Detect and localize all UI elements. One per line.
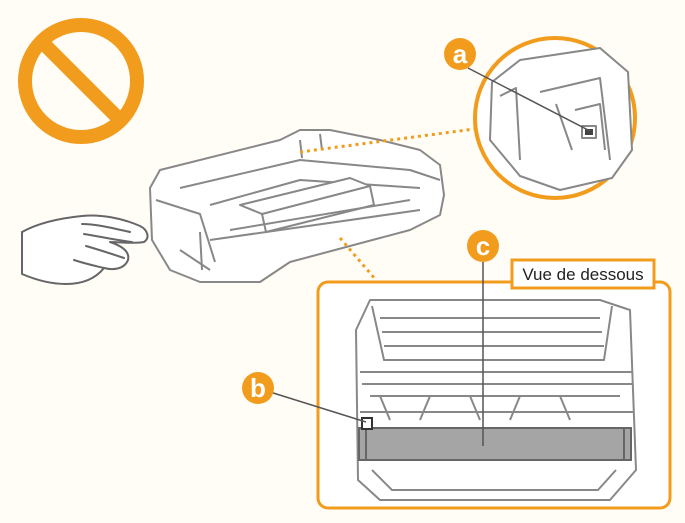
contact-point-b (361, 417, 373, 430)
bottom-view-panel: Vue de dessous (316, 258, 672, 510)
callout-b-badge (242, 372, 274, 404)
toner-cartridge (149, 129, 445, 283)
leader-lines (299, 126, 483, 281)
callout-c-label: c (476, 231, 490, 261)
callout-a-badge (444, 38, 476, 70)
prohibition-icon (18, 18, 144, 144)
callout-b: b (242, 372, 367, 423)
magnifier-detail-a: a (444, 36, 637, 200)
hand-icon (21, 214, 149, 285)
callout-c: c (467, 230, 499, 446)
callout-c-badge (467, 230, 499, 262)
transfer-roller (358, 427, 632, 461)
bottom-view-label: Vue de dessous (522, 265, 643, 284)
callout-a-label: a (453, 39, 468, 69)
callout-b-label: b (250, 373, 266, 403)
